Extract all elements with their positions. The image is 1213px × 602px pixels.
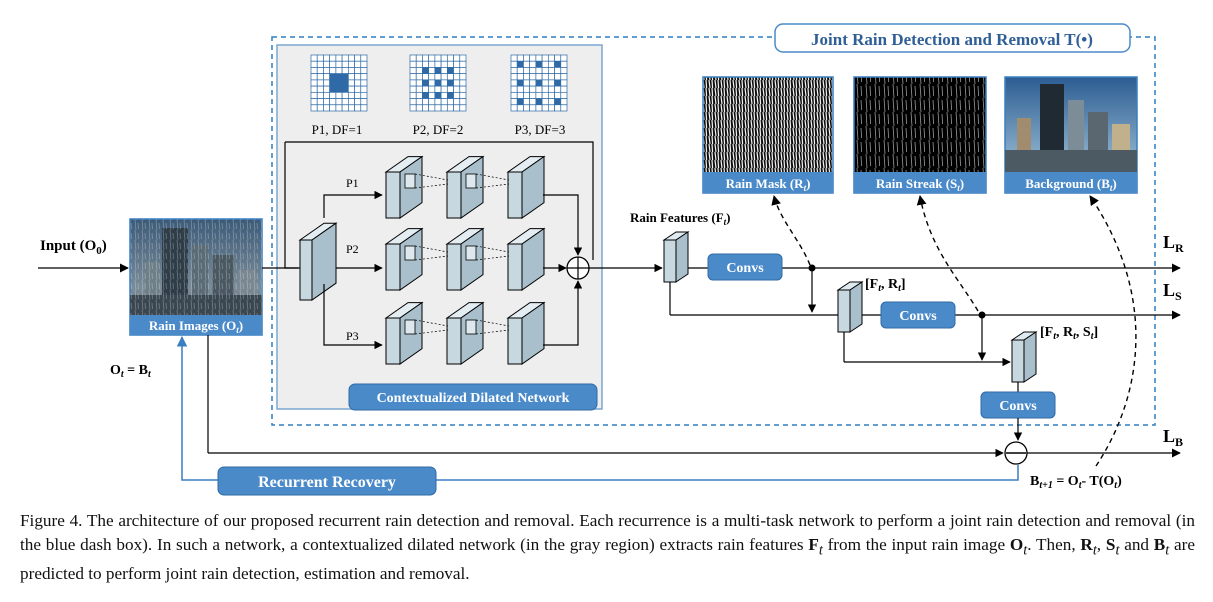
concat-block-1 <box>836 281 864 333</box>
path-label-p3: P3 <box>346 329 359 343</box>
cdn-blocks <box>298 155 583 365</box>
input-label: Input (O0) <box>40 238 107 257</box>
background-output: Background (Bt) <box>1004 76 1138 194</box>
pattern-label-1: P1, DF=1 <box>312 122 363 137</box>
rain-mask-label: Rain Mask (Rt) <box>726 176 811 193</box>
concat-label-2: [Ft, Rt, St] <box>1040 325 1098 342</box>
cdn-p1-block-3 <box>506 155 546 219</box>
rain-features-block <box>662 231 690 283</box>
convs-label-2: Convs <box>899 309 937 324</box>
pattern-label-2: P2, DF=2 <box>413 122 464 137</box>
loss-b-label: LB <box>1163 426 1183 449</box>
dilation-grid-1 <box>310 54 368 112</box>
cdn-input-block <box>298 222 338 301</box>
path-label-p2: P2 <box>346 242 359 256</box>
ot-equals-bt-label: Ot = Bt <box>110 363 152 380</box>
background-label: Background (Bt) <box>1025 176 1117 193</box>
convs-label-1: Convs <box>726 261 764 276</box>
cdn-label: Contextualized Dilated Network <box>377 391 570 406</box>
dilation-grid-3 <box>510 54 568 112</box>
concat-block-2 <box>1010 331 1038 383</box>
rain-streak-output: Rain Streak (St) <box>853 76 987 194</box>
convs-label-3: Convs <box>999 399 1037 414</box>
convs-block-2: Convs <box>880 301 956 329</box>
recurrent-recovery-pill: Recurrent Recovery <box>217 466 437 496</box>
loss-s-label: LS <box>1163 280 1182 303</box>
joint-title-text: Joint Rain Detection and Removal T(•) <box>811 30 1093 49</box>
loss-r-label: LR <box>1163 232 1184 255</box>
cdn-p2-block-3 <box>506 227 546 291</box>
rain-mask-output: Rain Mask (Rt) <box>702 76 834 194</box>
cdn-pill: Contextualized Dilated Network <box>348 383 598 411</box>
bt1-equation: Bt+1 = Ot- T(Ot) <box>1030 474 1122 491</box>
dilation-grid-2 <box>409 54 467 112</box>
figure-caption: Figure 4. The architecture of our propos… <box>20 511 1195 584</box>
rain-features-label: Rain Features (Ft) <box>630 210 731 227</box>
dilation-patterns <box>310 54 568 112</box>
architecture-diagram: Joint Rain Detection and Removal T(•) P1… <box>38 23 1184 496</box>
joint-detection-dashed-box <box>271 36 1156 426</box>
rain-images-label: Rain Images (Ot) <box>149 318 243 335</box>
convs-block-1: Convs <box>707 253 783 281</box>
recurrent-recovery-label: Recurrent Recovery <box>258 474 396 491</box>
rain-streak-label: Rain Streak (St) <box>876 176 964 193</box>
pattern-label-3: P3, DF=3 <box>515 122 566 137</box>
cdn-p3-block-3 <box>506 301 546 365</box>
rain-image-input: Rain Images (Ot) <box>129 218 263 336</box>
joint-title-pill: Joint Rain Detection and Removal T(•) <box>774 23 1131 53</box>
concat-label-1: [Ft, Rt] <box>865 277 906 294</box>
convs-block-3: Convs <box>980 391 1056 419</box>
path-label-p1: P1 <box>346 176 359 190</box>
